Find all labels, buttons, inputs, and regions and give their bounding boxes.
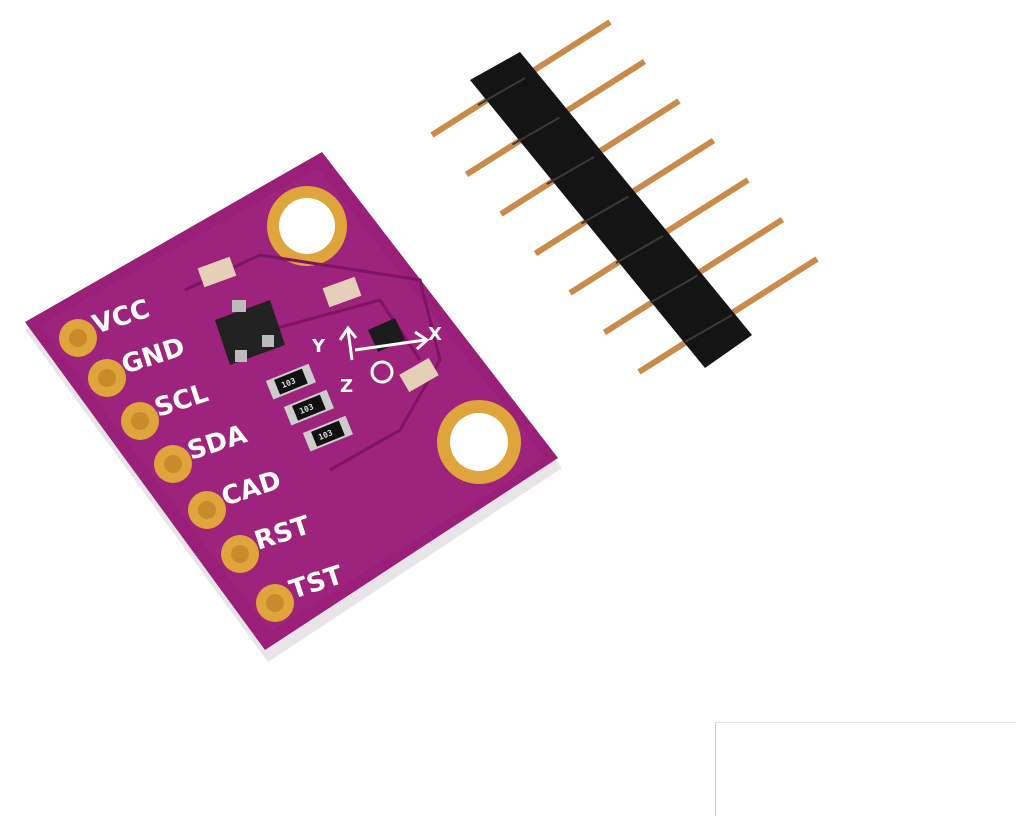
axis-label-x: X [428, 324, 442, 345]
frame-corner [715, 722, 1016, 816]
pin-header [430, 19, 819, 375]
resistor: 103 [283, 389, 334, 426]
axis-label-z: Z [340, 376, 353, 397]
regulator-chip [215, 300, 285, 365]
header-plastic [470, 52, 752, 368]
resistor: 103 [265, 363, 316, 400]
axis-marking [338, 325, 430, 384]
capacitor [322, 276, 362, 308]
resistor: 103 [302, 415, 353, 452]
capacitor [197, 256, 237, 288]
axis-label-y: Y [311, 336, 326, 357]
capacitor [399, 357, 439, 393]
